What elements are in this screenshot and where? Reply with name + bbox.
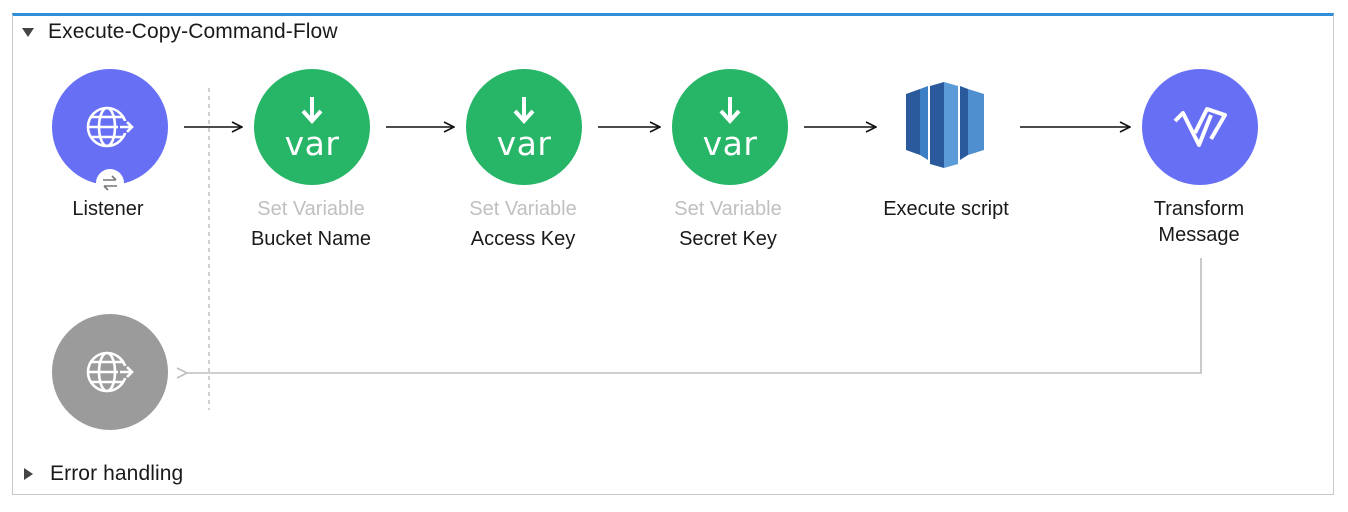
execute-script-node[interactable] (900, 80, 992, 172)
set-variable-secret-type: Set Variable (674, 198, 782, 220)
set-variable-secret-label: Secret Key (679, 228, 777, 250)
set-variable-bucket-label: Bucket Name (250, 228, 372, 250)
down-arrow-icon (719, 97, 741, 124)
set-variable-bucket-node[interactable]: var (254, 69, 370, 185)
set-variable-circle (672, 69, 788, 185)
set-variable-secret-node[interactable]: var (672, 69, 788, 185)
var-text: var (284, 124, 340, 163)
globe-arrow-icon (86, 106, 134, 148)
set-variable-bucket-type: Set Variable (257, 198, 365, 220)
collapse-triangle-icon[interactable] (22, 27, 34, 37)
execute-script-label: Execute script (883, 198, 1009, 220)
flow-container (12, 13, 1334, 495)
var-text: var (496, 124, 552, 163)
error-handling-header[interactable]: Error handling (22, 462, 183, 486)
set-variable-access-type: Set Variable (469, 198, 577, 220)
transform-label-line2: Message (1158, 224, 1240, 246)
dataweave-icon (1173, 107, 1227, 147)
listener-label: Listener (72, 198, 144, 220)
swap-arrows-icon (103, 175, 117, 191)
redshift-database-icon (906, 82, 984, 168)
down-arrow-icon (301, 97, 323, 124)
response-node[interactable] (52, 314, 168, 430)
set-variable-circle (466, 69, 582, 185)
down-arrow-icon (513, 97, 535, 124)
flow-header[interactable]: Execute-Copy-Command-Flow (22, 20, 338, 44)
var-text: var (702, 124, 758, 163)
set-variable-circle (254, 69, 370, 185)
set-variable-access-node[interactable]: var (466, 69, 582, 185)
connector-badge (96, 169, 124, 197)
expand-triangle-icon[interactable] (24, 468, 33, 480)
connector-return (187, 258, 1202, 373)
set-variable-access-label: Access Key (470, 228, 576, 250)
listener-node[interactable] (52, 69, 168, 197)
transform-message-node[interactable] (1142, 69, 1258, 185)
transform-label-line1: Transform (1153, 198, 1245, 220)
error-handling-label: Error handling (50, 462, 184, 485)
flow-title: Execute-Copy-Command-Flow (48, 20, 338, 43)
globe-arrow-icon (86, 351, 134, 393)
